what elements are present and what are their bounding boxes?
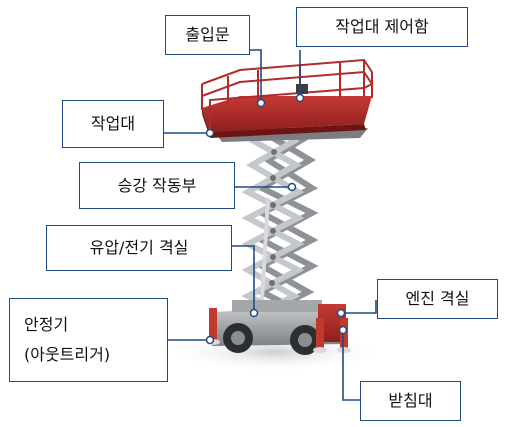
label-platform: 작업대: [62, 100, 164, 148]
platform-deck: [202, 96, 372, 132]
hydraulic-cylinder: [260, 197, 270, 301]
label-stabilizer-line1: 안정기: [24, 315, 69, 334]
leader-lines: [164, 49, 377, 401]
label-lift-mechanism: 승강 작동부: [79, 162, 235, 209]
label-support-stand: 받침대: [360, 381, 461, 421]
label-entrance-door: 출입문: [165, 15, 250, 55]
scissor-stack: [241, 132, 319, 321]
control-box: [296, 84, 308, 94]
wheels: [223, 323, 320, 355]
label-platform-control-box: 작업대 제어함: [296, 7, 468, 47]
label-stabilizer-line2: (아웃트리거): [24, 345, 111, 364]
label-hydraulic-electric-compartment: 유압/전기 격실: [46, 225, 232, 271]
label-engine-compartment: 엔진 격실: [377, 279, 498, 319]
callout-markers: [205, 93, 348, 345]
label-stabilizer: 안정기 (아웃트리거): [9, 298, 168, 382]
